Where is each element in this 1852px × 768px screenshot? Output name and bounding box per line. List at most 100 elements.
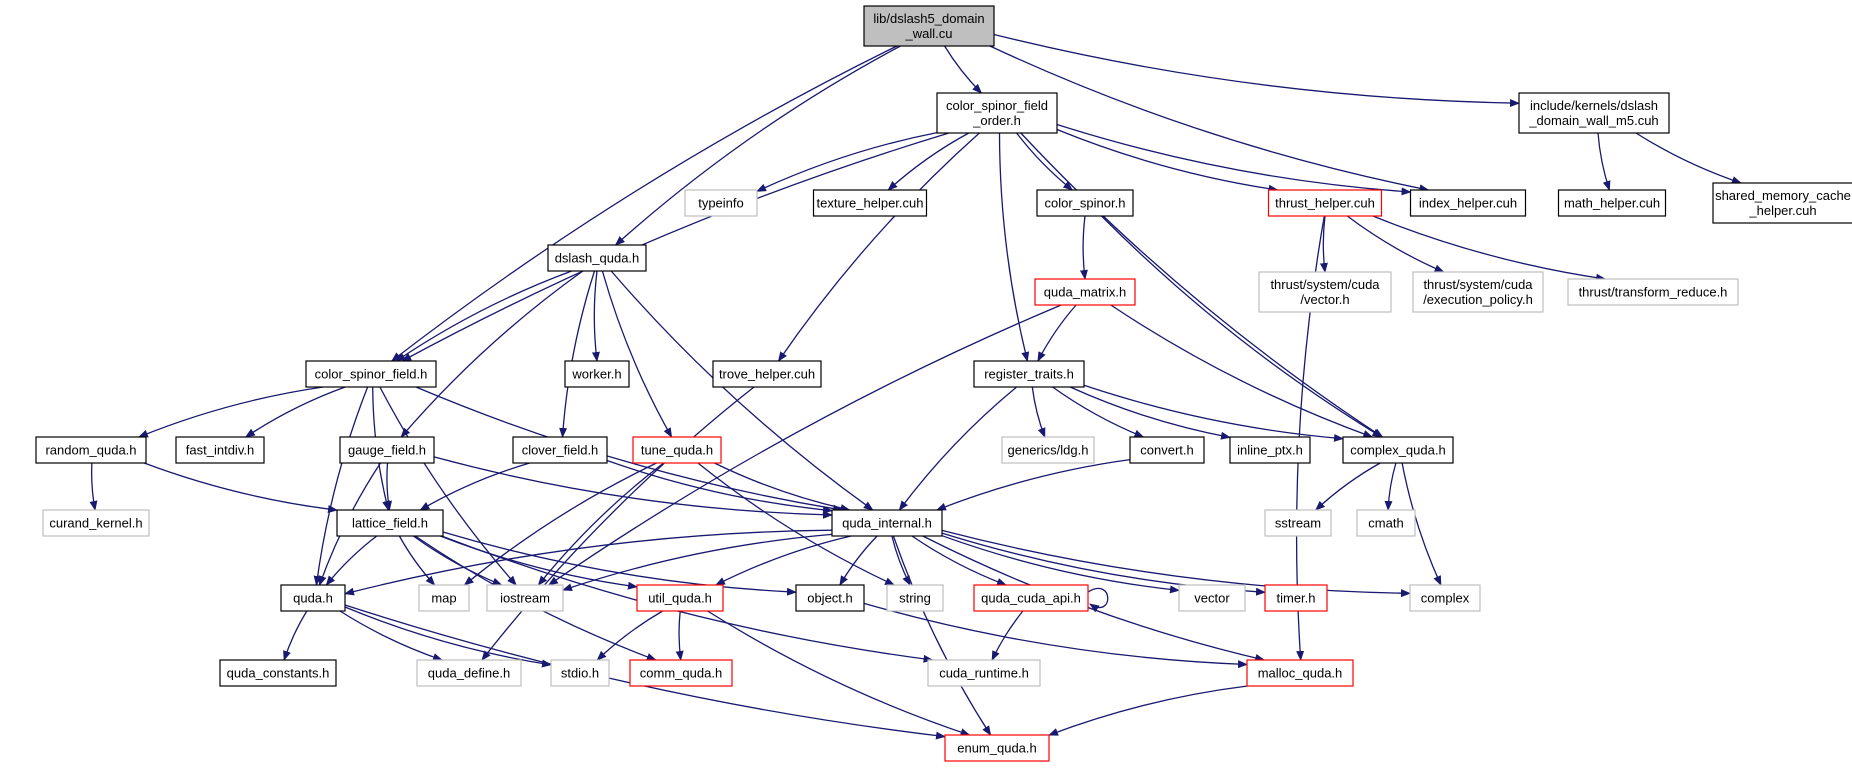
node-convert[interactable]: convert.h xyxy=(1129,436,1205,464)
node-label: quda_define.h xyxy=(428,666,510,681)
node-label: /vector.h xyxy=(1300,292,1349,307)
edge-qinternal-to-cudaapi xyxy=(911,535,1007,586)
node-vector: vector xyxy=(1178,584,1246,612)
node-fastdiv[interactable]: fast_intdiv.h xyxy=(175,436,265,464)
node-box xyxy=(973,584,1089,612)
node-mathh[interactable]: math_helper.cuh xyxy=(1557,189,1667,217)
node-csfo[interactable]: color_spinor_field_order.h xyxy=(936,92,1058,134)
node-string: string xyxy=(886,584,944,612)
node-regtr[interactable]: register_traits.h xyxy=(973,360,1085,388)
edge-cudaapi-to-cudart xyxy=(991,610,1024,661)
node-box xyxy=(219,659,337,687)
node-timer[interactable]: timer.h xyxy=(1264,584,1328,612)
edge-randq-to-curand xyxy=(89,462,98,511)
edge-lattice-to-map xyxy=(398,535,436,586)
node-label: texture_helper.cuh xyxy=(817,196,924,211)
node-box xyxy=(339,436,435,464)
node-complexq[interactable]: complex_quda.h xyxy=(1342,436,1454,464)
node-layer: lib/dslash5_domain_wall.cu color_spinor_f… xyxy=(35,5,1852,762)
edge-regtr-to-qinternal xyxy=(898,386,1018,511)
node-label: thrust/system/cuda xyxy=(1270,277,1380,292)
node-label: object.h xyxy=(807,591,853,606)
node-dslashq[interactable]: dslash_quda.h xyxy=(547,244,647,272)
edge-tuneq-to-iostream xyxy=(537,462,664,586)
node-label: index_helper.cuh xyxy=(1419,196,1517,211)
node-label: random_quda.h xyxy=(45,443,136,458)
node-label: thrust/transform_reduce.h xyxy=(1579,285,1728,300)
edge-dslashq-to-csf xyxy=(395,270,572,362)
node-trove[interactable]: trove_helper.cuh xyxy=(712,360,822,388)
node-box xyxy=(486,584,564,612)
node-label: /execution_policy.h xyxy=(1423,292,1533,307)
node-utilq[interactable]: util_quda.h xyxy=(636,584,724,612)
node-root[interactable]: lib/dslash5_domain_wall.cu xyxy=(863,5,995,47)
node-label: complex xyxy=(1421,591,1470,606)
node-qmatrix[interactable]: quda_matrix.h xyxy=(1034,278,1136,306)
node-qinternal[interactable]: quda_internal.h xyxy=(831,509,943,537)
edge-qinternal-to-object xyxy=(839,535,878,586)
edge-clover-to-qinternal xyxy=(606,459,833,514)
node-box xyxy=(886,584,944,612)
node-box xyxy=(1356,509,1416,537)
node-box xyxy=(1264,584,1328,612)
node-inlptx[interactable]: inline_ptx.h xyxy=(1229,436,1311,464)
node-label: dslash_quda.h xyxy=(555,251,640,266)
node-cmath: cmath xyxy=(1356,509,1416,537)
node-label: curand_kernel.h xyxy=(49,516,142,531)
node-lattice[interactable]: lattice_field.h xyxy=(336,509,444,537)
node-box xyxy=(1258,271,1392,313)
node-indexh[interactable]: index_helper.cuh xyxy=(1409,189,1527,217)
node-tuneq[interactable]: tune_quda.h xyxy=(632,436,722,464)
edge-csfo-to-typeinfo xyxy=(756,131,938,192)
edge-csf-to-fastdiv xyxy=(244,386,346,438)
node-label: timer.h xyxy=(1276,591,1315,606)
node-cspinor[interactable]: color_spinor.h xyxy=(1036,189,1134,217)
node-curand: curand_kernel.h xyxy=(42,509,150,537)
node-box xyxy=(812,189,928,217)
node-box xyxy=(973,360,1085,388)
node-box xyxy=(684,189,758,217)
node-texh[interactable]: texture_helper.cuh xyxy=(812,189,928,217)
node-box xyxy=(944,734,1050,762)
node-box xyxy=(280,584,346,612)
node-box xyxy=(1229,436,1311,464)
node-object[interactable]: object.h xyxy=(795,584,865,612)
edge-mallocq-to-enumq xyxy=(1048,685,1248,736)
node-clover[interactable]: clover_field.h xyxy=(512,436,608,464)
node-box xyxy=(1412,271,1544,313)
node-enumq[interactable]: enum_quda.h xyxy=(944,734,1050,762)
node-box xyxy=(547,244,647,272)
edge-tuneq-to-qinternal xyxy=(714,462,851,512)
edge-csfo-to-complexq xyxy=(1020,132,1384,438)
node-randq[interactable]: random_quda.h xyxy=(35,436,147,464)
edge-tuneq-to-map xyxy=(463,462,657,586)
node-qudah[interactable]: quda.h xyxy=(280,584,346,612)
node-gauge[interactable]: gauge_field.h xyxy=(339,436,435,464)
edge-qinternal-to-enumq xyxy=(892,535,992,736)
node-box xyxy=(336,509,444,537)
node-box xyxy=(636,584,724,612)
edge-qmatrix-to-regtr xyxy=(1037,304,1077,362)
edge-qinternal-to-vector xyxy=(941,535,1180,594)
edge-qinternal-to-complex xyxy=(941,529,1411,598)
edge-kern-to-mathh xyxy=(1597,132,1611,191)
node-thrusth[interactable]: thrust_helper.cuh xyxy=(1267,189,1383,217)
edge-qinternal-to-qudah xyxy=(344,529,833,596)
node-box xyxy=(863,5,995,47)
node-qconst[interactable]: quda_constants.h xyxy=(219,659,337,687)
node-kern[interactable]: include/kernels/dslash_domain_wall_m5.cu… xyxy=(1518,92,1670,134)
node-map: map xyxy=(418,584,470,612)
node-shmem[interactable]: shared_memory_cache_helper.cuh xyxy=(1712,182,1852,224)
node-box xyxy=(416,659,522,687)
node-label: color_spinor_field xyxy=(946,98,1048,113)
edge-thrusth-to-texec xyxy=(1346,215,1445,273)
node-label: cmath xyxy=(1368,516,1403,531)
node-commq[interactable]: comm_quda.h xyxy=(629,659,733,687)
node-worker[interactable]: worker.h xyxy=(564,360,630,388)
edge-qudah-to-qdefine xyxy=(339,610,443,661)
node-cudaapi[interactable]: quda_cuda_api.h xyxy=(973,584,1089,612)
node-mallocq[interactable]: malloc_quda.h xyxy=(1246,659,1354,687)
node-box xyxy=(632,436,722,464)
node-box xyxy=(1001,436,1095,464)
node-csf[interactable]: color_spinor_field.h xyxy=(305,360,437,388)
